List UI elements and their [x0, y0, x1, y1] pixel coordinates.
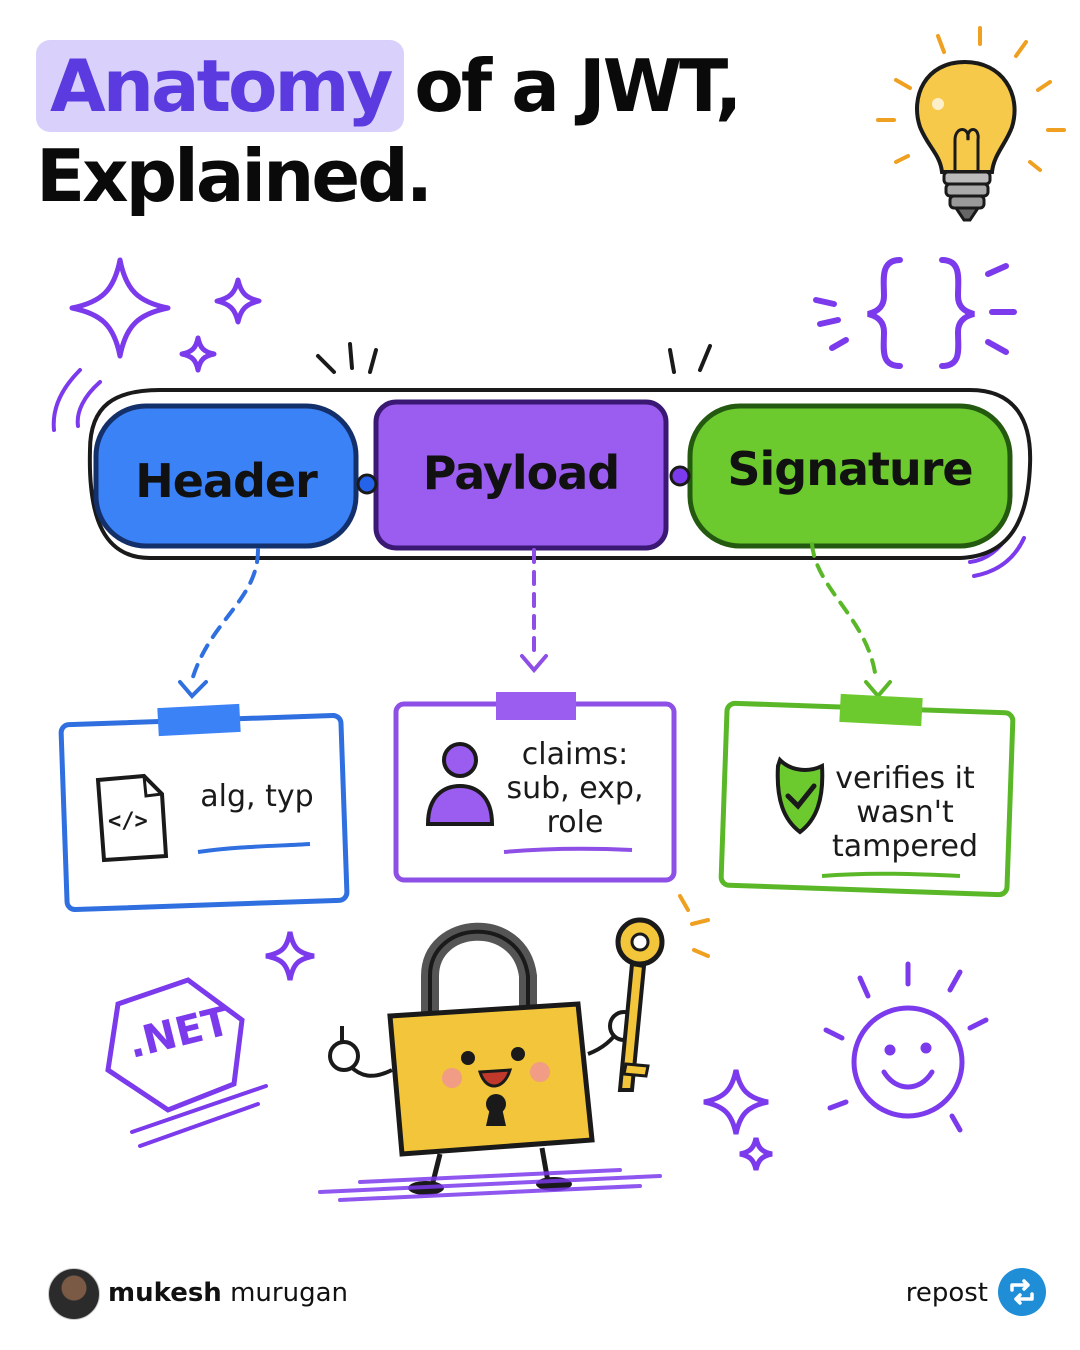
jwt-diagram: </>: [51, 257, 1033, 1202]
signature-card-text: verifies it wasn't tampered: [831, 761, 979, 864]
footer: mukesh murugan repost: [0, 1258, 1080, 1328]
payload-card-text: claims: sub, exp, role: [506, 737, 644, 840]
tape: [496, 692, 576, 720]
payload-segment: [373, 399, 669, 551]
lock-mascot: [328, 922, 640, 1195]
tape: [157, 703, 241, 737]
lightbulb-icon: [876, 26, 1066, 222]
avatar[interactable]: [48, 1268, 100, 1320]
title-line-2: Explained.: [36, 134, 433, 218]
author-first-name: mukesh: [108, 1278, 222, 1308]
code-file-icon: </>: [95, 773, 169, 863]
title-highlight: Anatomy: [36, 40, 405, 132]
header-segment: [93, 403, 359, 549]
net-badge: [105, 977, 245, 1113]
segment-label-payload: Payload: [422, 446, 620, 500]
shield-check-icon: [775, 756, 825, 835]
author-last-name: murugan: [230, 1278, 348, 1308]
user-icon: [425, 742, 495, 826]
key-icon: [615, 894, 710, 1092]
segment-label-header: Header: [135, 454, 318, 508]
title-rest: of a JWT,: [414, 44, 742, 128]
braces-icon: [813, 257, 1017, 369]
repost-label[interactable]: repost: [905, 1278, 988, 1308]
tape: [839, 693, 923, 727]
header-card-text: alg, typ: [200, 779, 314, 814]
sparkles-top-left: [69, 257, 262, 373]
repost-button[interactable]: [998, 1268, 1046, 1316]
smiley-sun-icon: [823, 961, 989, 1133]
segment-label-signature: Signature: [727, 442, 973, 496]
svg-text:</>: </>: [108, 809, 148, 834]
author-name[interactable]: mukesh murugan: [108, 1278, 348, 1308]
repost-icon: [1010, 1279, 1034, 1305]
